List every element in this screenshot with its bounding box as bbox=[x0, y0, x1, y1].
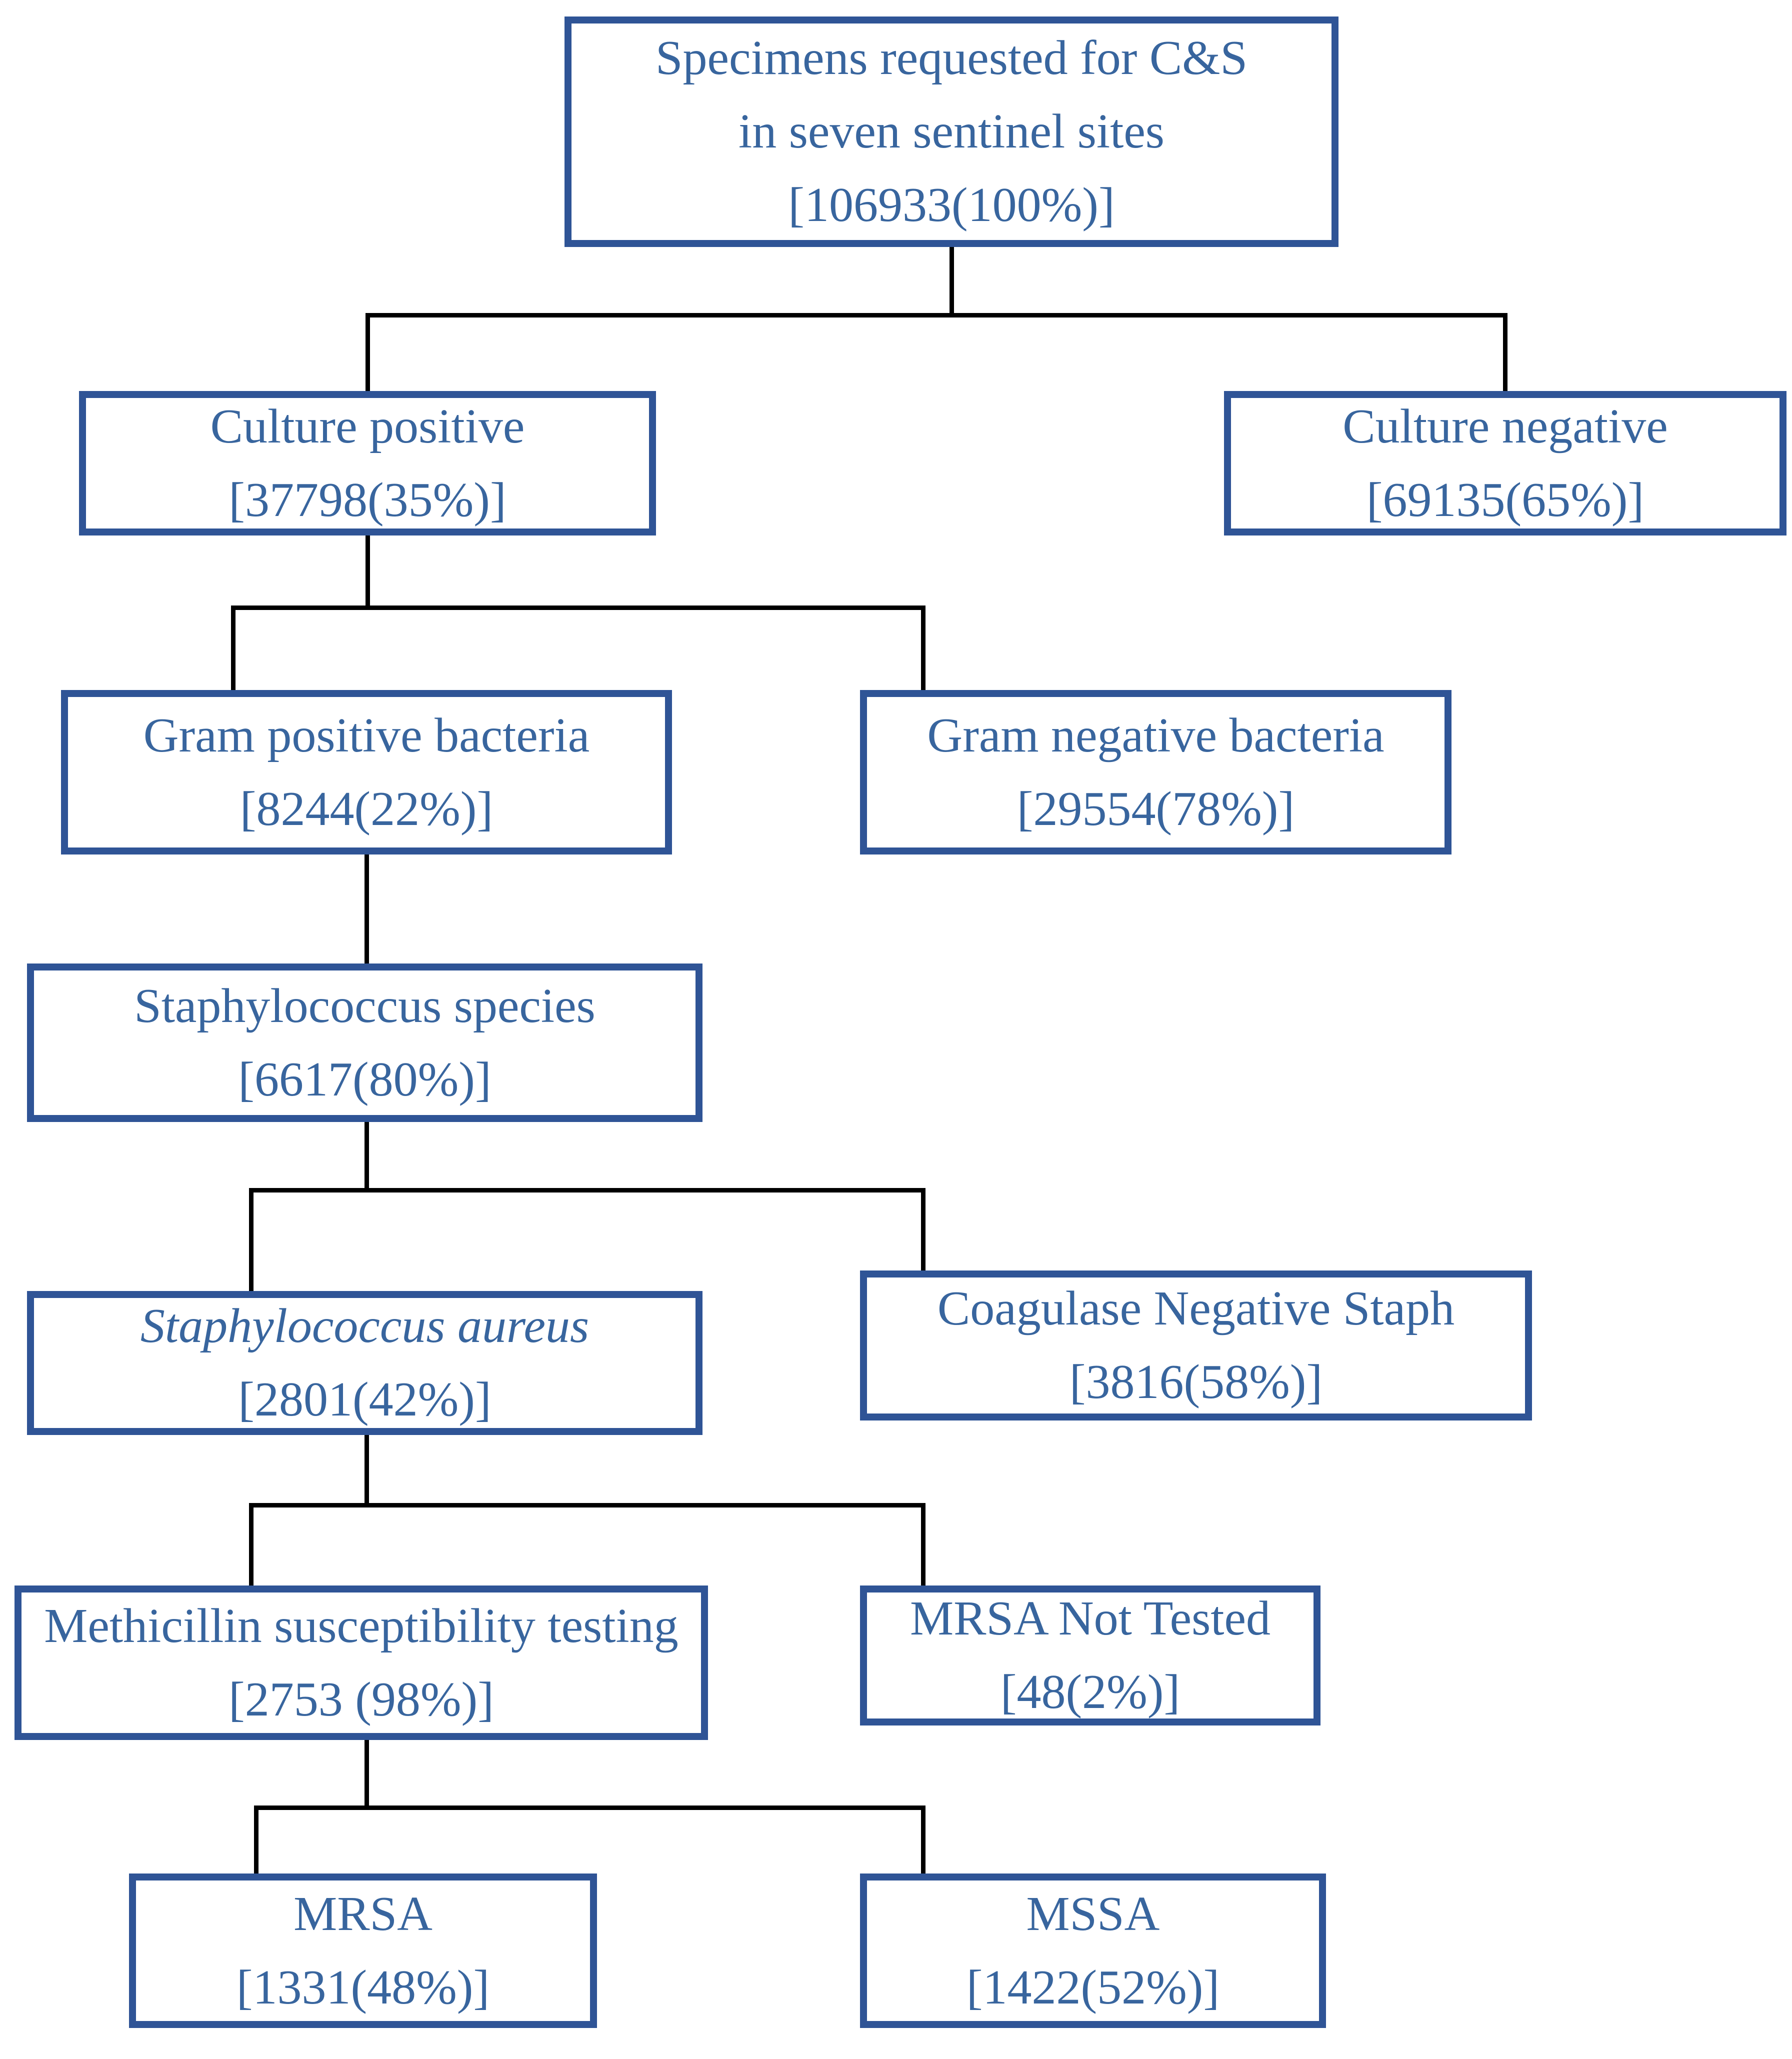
flowchart-node-gram-negative: Gram negative bacteria [29554(78%)] bbox=[860, 690, 1452, 854]
flowchart-node-culture-positive: Culture positive [37798(35%)] bbox=[79, 391, 656, 536]
node-text-line: Staphylococcus aureus bbox=[140, 1299, 590, 1353]
connector-leg-culture-positive bbox=[366, 313, 370, 391]
flowchart-node-staph-aureus: Staphylococcus aureus [2801(42%)] bbox=[27, 1291, 702, 1435]
node-text-line: Culture negative bbox=[1342, 399, 1668, 454]
flowchart-node-mrsa: MRSA [1331(48%)] bbox=[129, 1874, 597, 2028]
connector-specimens-stem bbox=[950, 247, 954, 317]
connector-leg-gram-positive bbox=[231, 606, 236, 690]
connector-leg-mrsa bbox=[254, 1806, 258, 1874]
node-text-line: Specimens requested for C&S bbox=[656, 31, 1248, 85]
connector-staph-species-crossbar bbox=[249, 1188, 926, 1192]
connector-staph-aureus-crossbar bbox=[249, 1503, 926, 1508]
connector-leg-mssa bbox=[921, 1806, 926, 1874]
node-count-line: [3816(58%)] bbox=[1069, 1355, 1323, 1409]
node-count-line: [6617(80%)] bbox=[238, 1052, 492, 1106]
node-text-line: Methicillin susceptibility testing bbox=[44, 1598, 678, 1653]
connector-culture-positive-stem bbox=[366, 536, 370, 610]
node-text-line: MRSA bbox=[294, 1886, 432, 1941]
node-count-line: [1422(52%)] bbox=[966, 1960, 1220, 2014]
node-text-line: Coagulase Negative Staph bbox=[937, 1282, 1455, 1336]
node-count-line: [2801(42%)] bbox=[238, 1372, 492, 1426]
node-text-line: Gram positive bacteria bbox=[143, 708, 590, 762]
connector-methicillin-crossbar bbox=[254, 1806, 926, 1810]
node-text-line: MRSA Not Tested bbox=[910, 1592, 1270, 1646]
flowchart-node-culture-negative: Culture negative [69135(65%)] bbox=[1224, 391, 1786, 536]
node-text-line: in seven sentinel sites bbox=[738, 104, 1164, 158]
connector-methicillin-stem bbox=[364, 1740, 369, 1810]
flowchart-node-mssa: MSSA [1422(52%)] bbox=[860, 1874, 1326, 2028]
connector-culture-positive-crossbar bbox=[231, 606, 926, 610]
connector-staph-species-stem bbox=[364, 1122, 369, 1192]
connector-leg-coagulase-negative bbox=[921, 1188, 926, 1270]
flowchart-node-coagulase-negative: Coagulase Negative Staph [3816(58%)] bbox=[860, 1270, 1532, 1420]
connector-leg-staph-aureus bbox=[249, 1188, 254, 1291]
flowchart-node-specimens: Specimens requested for C&S in seven sen… bbox=[564, 16, 1338, 247]
connector-leg-mrsa-not-tested bbox=[921, 1503, 926, 1586]
node-text-line: MSSA bbox=[1026, 1886, 1160, 1941]
node-count-line: [69135(65%)] bbox=[1366, 472, 1644, 527]
flowchart-node-mrsa-not-tested: MRSA Not Tested [48(2%)] bbox=[860, 1586, 1320, 1726]
node-count-line: [37798(35%)] bbox=[228, 472, 506, 527]
node-count-line: [106933(100%)] bbox=[788, 178, 1115, 232]
connector-leg-culture-negative bbox=[1503, 313, 1508, 391]
node-count-line: [48(2%)] bbox=[1000, 1665, 1180, 1719]
flowchart-node-gram-positive: Gram positive bacteria [8244(22%)] bbox=[61, 690, 672, 854]
connector-specimens-crossbar bbox=[366, 313, 1508, 318]
connector-gram-positive-to-staph-species bbox=[364, 854, 369, 964]
node-count-line: [8244(22%)] bbox=[240, 782, 494, 836]
node-text-line: Culture positive bbox=[210, 399, 525, 454]
connector-staph-aureus-stem bbox=[364, 1435, 369, 1507]
node-count-line: [1331(48%)] bbox=[236, 1960, 490, 2014]
node-text-line: Staphylococcus species bbox=[134, 978, 596, 1033]
node-count-line: [2753 (98%)] bbox=[228, 1672, 494, 1726]
node-count-line: [29554(78%)] bbox=[1016, 782, 1295, 836]
flowchart-node-methicillin-testing: Methicillin susceptibility testing [2753… bbox=[14, 1586, 708, 1740]
connector-leg-gram-negative bbox=[921, 606, 926, 690]
node-text-line: Gram negative bacteria bbox=[927, 708, 1384, 762]
connector-leg-methicillin-testing bbox=[249, 1503, 254, 1586]
flowchart-node-staph-species: Staphylococcus species [6617(80%)] bbox=[27, 964, 702, 1122]
